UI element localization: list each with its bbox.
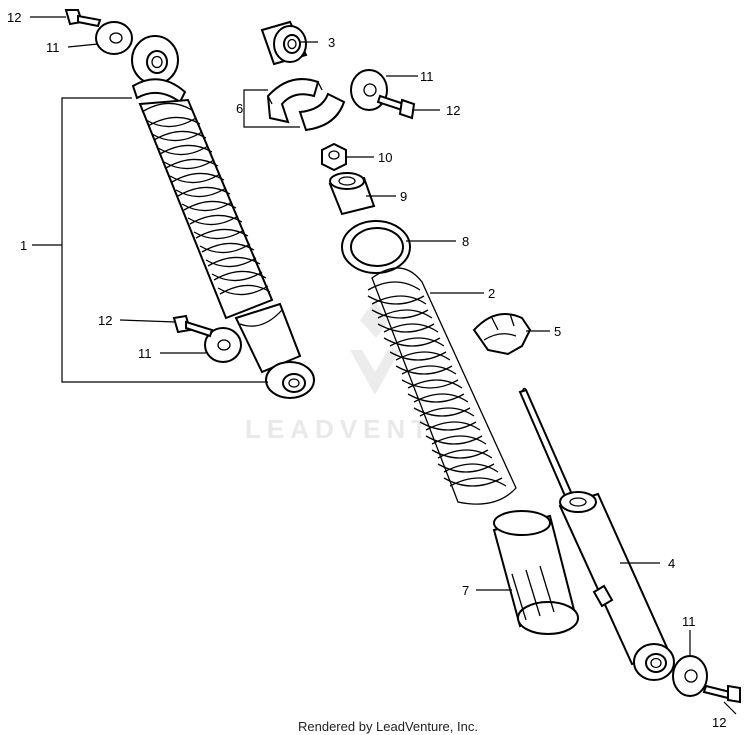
assembly-bracket [61, 97, 268, 383]
collar-9 [328, 172, 376, 216]
watermark-text: LEADVENT [245, 414, 433, 444]
callout-1: 1 [20, 238, 27, 253]
washer-11-mid-left [204, 327, 242, 363]
callout-12-top-left: 12 [7, 10, 21, 25]
nut-10 [321, 142, 347, 172]
callout-9: 9 [400, 189, 407, 204]
washer-11-bottom-right [672, 655, 708, 697]
callouts: 12 11 1 12 11 3 6 11 12 10 9 8 2 5 4 7 1… [7, 10, 726, 730]
watermark: LEADVENT [245, 300, 433, 444]
bushing-3 [260, 20, 308, 66]
callout-8: 8 [462, 234, 469, 249]
callout-7: 7 [462, 583, 469, 598]
seat-bracket [243, 89, 300, 128]
callout-12-bottom-right: 12 [712, 715, 726, 730]
bolt-12-bottom-right [702, 684, 741, 704]
bolt-12-top-right [376, 94, 416, 120]
leader-lines [30, 16, 737, 715]
shock-assembly [131, 35, 315, 399]
callout-11-top-right: 11 [420, 69, 434, 84]
callout-10: 10 [378, 150, 392, 165]
callout-12-top-right: 12 [446, 103, 460, 118]
seat-halves-6 [266, 78, 346, 132]
callout-6: 6 [236, 101, 243, 116]
callout-3: 3 [328, 35, 335, 50]
callout-4: 4 [668, 556, 675, 571]
spring-2 [367, 267, 517, 505]
callout-11-mid-left: 11 [138, 346, 152, 361]
washer-11-top-left [95, 21, 133, 55]
clip-5 [472, 313, 532, 356]
callout-11-bottom-right: 11 [682, 614, 696, 629]
damper-4 [518, 387, 675, 681]
callout-2: 2 [488, 286, 495, 301]
assembly-spring [138, 98, 274, 320]
callout-5: 5 [554, 324, 561, 339]
ring-8 [341, 220, 411, 274]
credit-text: Rendered by LeadVenture, Inc. [298, 719, 478, 734]
callout-12-mid-left: 12 [98, 313, 112, 328]
dust-cover-7 [492, 510, 579, 635]
callout-11-top-left: 11 [46, 40, 60, 55]
bolt-12-top-left [64, 9, 102, 28]
bolt-12-mid-left [172, 314, 214, 338]
